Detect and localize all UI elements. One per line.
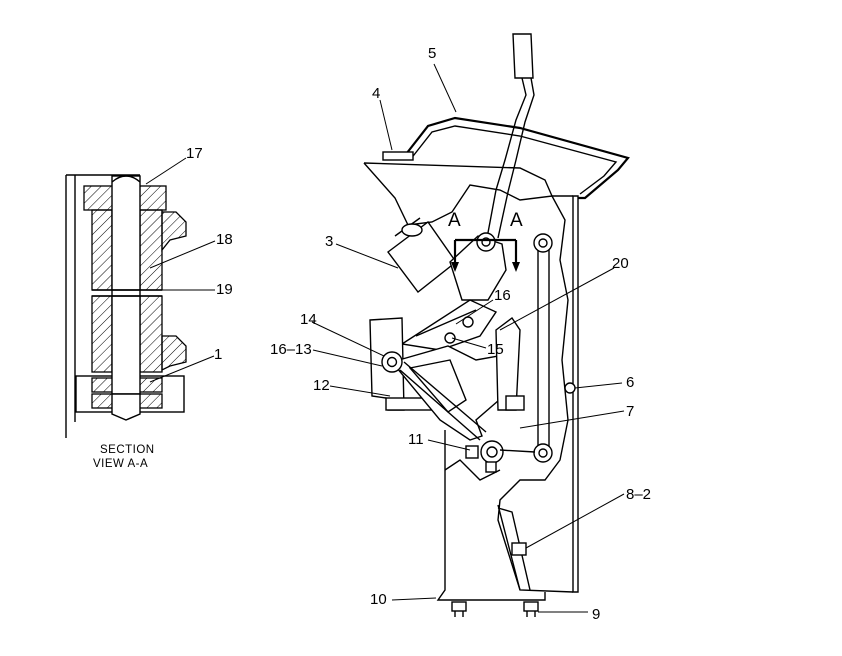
callout-3: 3: [325, 233, 333, 250]
callout-19: 19: [216, 281, 233, 298]
callout-11: 11: [408, 431, 424, 448]
callout-1: 1: [214, 346, 222, 363]
callout-9: 9: [592, 606, 600, 623]
section-title: SECTION: [100, 444, 155, 456]
callout-6: 6: [626, 374, 634, 391]
section-view-a-a: [65, 174, 187, 438]
section-title-group: SECTION VIEW A-A: [93, 444, 155, 470]
main-assembly: [363, 33, 630, 617]
callout-4: 4: [372, 85, 380, 102]
view-marker-a-left: A: [448, 210, 461, 231]
callout-7: 7: [626, 403, 634, 420]
callout-17: 17: [186, 145, 203, 162]
section-leader-lines: [145, 157, 216, 383]
callout-8-2: 8–2: [626, 486, 651, 503]
main-leader-lines: [311, 63, 625, 613]
callout-15: 15: [487, 341, 504, 358]
callout-12: 12: [313, 377, 330, 394]
view-marker-a-right: A: [510, 210, 523, 231]
callout-5: 5: [428, 45, 436, 62]
section-subtitle: VIEW A-A: [93, 458, 148, 470]
callout-10: 10: [370, 591, 387, 608]
callout-16: 16: [494, 287, 511, 304]
callout-18: 18: [216, 231, 233, 248]
callout-16-13: 16–13: [270, 341, 312, 358]
callout-14: 14: [300, 311, 317, 328]
callout-20: 20: [612, 255, 629, 272]
